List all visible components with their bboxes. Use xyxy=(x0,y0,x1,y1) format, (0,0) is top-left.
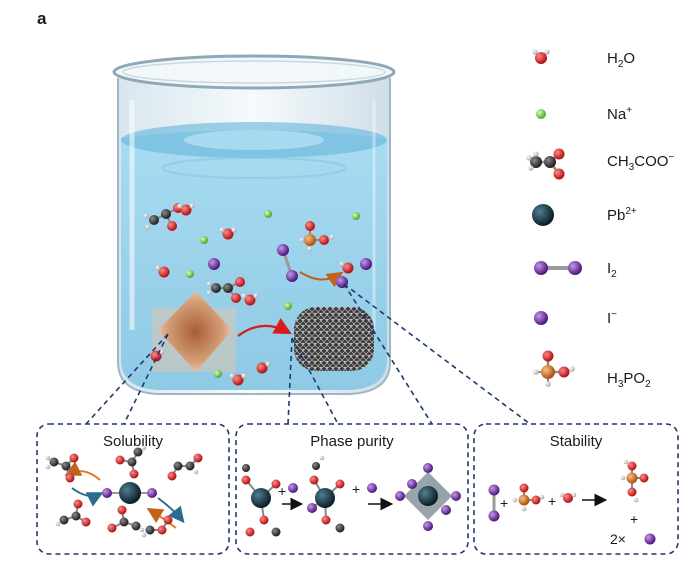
acetate-molecule xyxy=(206,277,245,303)
legend-iodide-label: I− xyxy=(607,309,617,327)
legend-lead-icon xyxy=(532,204,554,226)
plus-sign: + xyxy=(500,495,508,511)
stability-box: Stability + + + 2× xyxy=(473,423,679,555)
acetate-molecule xyxy=(167,453,203,481)
beaker xyxy=(112,54,396,395)
legend-iodide-icon xyxy=(534,311,548,325)
phase-purity-box: Phase purity + + xyxy=(235,423,469,555)
lead-ion xyxy=(119,482,141,504)
legend-lead-label: Pb2+ xyxy=(607,206,637,224)
iodide-ion xyxy=(644,533,656,545)
sodium-ion xyxy=(264,210,272,218)
iodide-ion xyxy=(360,258,372,270)
legend-sodium-label: Na+ xyxy=(607,105,632,123)
sodium-ion xyxy=(214,370,222,378)
zoom-lines xyxy=(85,283,531,425)
legend-acetate-label: CH3COO− xyxy=(607,152,674,173)
black-phase-product xyxy=(294,307,374,371)
legend-hypophosphorous-label: H3PO2 xyxy=(607,370,651,390)
hypophosphorous-molecule xyxy=(512,483,545,512)
acetate-molecule xyxy=(143,203,183,231)
lead-iodide-octahedron xyxy=(395,463,461,531)
solubility-box: Solubility xyxy=(36,423,230,555)
beaker-rim xyxy=(112,54,396,90)
lead-acetate-complex xyxy=(241,464,281,537)
legend-acetate-icon xyxy=(526,148,565,180)
stoichiometry-label: 2× xyxy=(610,531,626,547)
water-molecule xyxy=(229,373,247,386)
lead-acetate-iodide-complex xyxy=(307,455,345,533)
plus-sign: + xyxy=(278,483,286,499)
exchange-arrow xyxy=(71,487,104,507)
legend-water-icon xyxy=(532,49,550,64)
iodine-molecule xyxy=(488,484,500,522)
legend: H2O Na+ CH3COO− Pb2+ I2 I− H3PO2 xyxy=(526,49,674,390)
phase-purity-title: Phase purity xyxy=(310,433,394,450)
legend-hypophosphorous-icon xyxy=(533,350,575,387)
water-molecule xyxy=(155,265,170,278)
plus-sign: + xyxy=(630,511,638,527)
iodide-ion xyxy=(367,483,377,493)
plus-sign: + xyxy=(352,481,360,497)
hypophosphorous-molecule xyxy=(299,221,335,252)
sodium-ion xyxy=(186,270,194,278)
plus-sign: + xyxy=(548,493,556,509)
legend-water-label: H2O xyxy=(607,50,635,70)
exchange-arrow xyxy=(146,507,177,529)
acetate-molecule xyxy=(55,499,91,527)
stability-title: Stability xyxy=(550,433,603,450)
iodide-ion xyxy=(288,483,298,493)
water-molecule xyxy=(559,492,577,503)
sodium-ion xyxy=(200,236,208,244)
water-molecule xyxy=(241,293,259,306)
panel-label: a xyxy=(37,9,47,28)
acetate-molecule xyxy=(45,453,79,483)
exchange-arrow xyxy=(157,497,185,524)
water-molecule xyxy=(339,261,354,274)
legend-sodium-icon xyxy=(536,109,546,119)
water-molecule xyxy=(256,361,271,374)
water-molecule xyxy=(219,227,237,240)
iodide-ion xyxy=(102,488,112,498)
solubility-title: Solubility xyxy=(103,433,164,450)
acetate-molecule xyxy=(107,505,145,533)
exchange-arrow xyxy=(64,461,101,481)
molecules-in-solution xyxy=(143,203,372,386)
phosphorous-acid-molecule xyxy=(620,459,649,503)
acetate-molecule xyxy=(141,515,173,538)
iodide-ion xyxy=(147,488,157,498)
conversion-arrow xyxy=(237,317,292,337)
sodium-ion xyxy=(352,212,360,220)
perovskite-crystal xyxy=(152,291,236,372)
legend-iodine-icon xyxy=(534,261,582,275)
iodide-ion xyxy=(208,258,220,270)
iodine-molecule xyxy=(277,244,298,282)
sodium-ion xyxy=(284,302,292,310)
reduction-arrow xyxy=(299,271,344,288)
legend-iodine-label: I2 xyxy=(607,260,617,280)
acetate-molecule xyxy=(115,445,147,479)
water-molecule xyxy=(177,203,195,216)
